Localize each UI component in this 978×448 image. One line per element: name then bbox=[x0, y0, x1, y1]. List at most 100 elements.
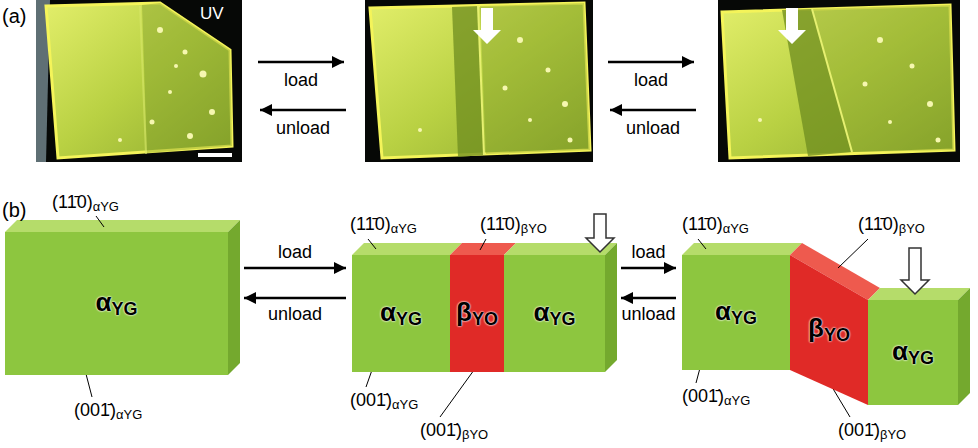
subscript: βYO bbox=[899, 221, 925, 236]
load-arrow bbox=[778, 8, 806, 44]
fluorescence-spot bbox=[418, 128, 422, 132]
phase-label: αYG bbox=[534, 297, 576, 331]
fluorescence-spot bbox=[910, 64, 915, 69]
alpha-phase-face: αYG bbox=[5, 232, 228, 375]
transition-arrow bbox=[621, 297, 676, 300]
subscript: αYG bbox=[723, 221, 749, 236]
plane-label: (001̄)αYG bbox=[350, 390, 418, 413]
fluorescence-spot bbox=[209, 109, 215, 115]
leader-line bbox=[838, 239, 868, 268]
plane-label: (11̄0)αYG bbox=[52, 192, 119, 215]
leader-line bbox=[696, 368, 700, 383]
subscript: βYO bbox=[521, 221, 547, 236]
photo-background bbox=[36, 0, 242, 162]
text-run: load bbox=[634, 70, 668, 90]
text-run: (11̄0) bbox=[350, 214, 391, 234]
crystal-shade bbox=[480, 3, 590, 154]
fluorescence-spot bbox=[517, 37, 523, 43]
subscript: YG bbox=[908, 348, 934, 368]
panel-letter: (b) bbox=[2, 198, 26, 222]
subscript: αYG bbox=[724, 393, 750, 408]
text-run: (001̄) bbox=[74, 400, 116, 420]
text-run: load bbox=[284, 70, 318, 90]
slanted-face-shape bbox=[790, 255, 868, 405]
alpha-phase-face: αYG bbox=[504, 255, 605, 372]
plane-label: (001̄)βYO bbox=[838, 420, 906, 443]
plane-label: (001̄)αYG bbox=[74, 400, 142, 423]
beta-phase-face: βYO bbox=[790, 255, 868, 405]
leader-line bbox=[480, 239, 486, 250]
text-run: α bbox=[534, 297, 550, 327]
text-run: (11̄0) bbox=[682, 214, 723, 234]
fluorescence-spot bbox=[758, 118, 762, 122]
fluorescence-spot bbox=[200, 71, 207, 78]
fluorescence-spot bbox=[187, 133, 193, 139]
alpha-phase-face: αYG bbox=[868, 300, 958, 405]
plane-label: (001̄)βYO bbox=[420, 420, 488, 443]
slab-top-face bbox=[352, 243, 462, 255]
alpha-phase-face: αYG bbox=[352, 255, 450, 372]
phase-label: βYO bbox=[456, 297, 498, 331]
process-label: unload bbox=[626, 118, 680, 140]
transition-arrow bbox=[621, 267, 676, 270]
crystal-photo bbox=[46, 3, 232, 158]
fluorescence-spot bbox=[936, 138, 941, 143]
crystal-edge bbox=[140, 6, 146, 154]
load-arrow bbox=[473, 8, 501, 44]
beta-phase-face: βYO bbox=[450, 255, 504, 372]
leader-line bbox=[86, 374, 92, 397]
slab-top-face bbox=[682, 243, 802, 255]
alpha-phase-face: αYG bbox=[682, 255, 790, 370]
process-arrow bbox=[610, 109, 696, 112]
subscript: YG bbox=[731, 308, 757, 328]
plane-label: (11̄0)αYG bbox=[682, 214, 749, 237]
leader-line bbox=[698, 239, 706, 249]
plane-label: (001̄)αYG bbox=[682, 386, 750, 409]
process-arrow bbox=[260, 109, 346, 112]
panel-letter: (a) bbox=[2, 4, 26, 28]
phase-label: αYG bbox=[96, 287, 138, 321]
plane-label: (11̄0)βYO bbox=[480, 214, 547, 237]
text-run: unload bbox=[626, 118, 680, 138]
subscript: βYO bbox=[880, 427, 906, 442]
text-run: α bbox=[380, 297, 396, 327]
crystal-photo bbox=[370, 3, 590, 158]
transition-arrow bbox=[244, 297, 346, 300]
text-run: β bbox=[456, 297, 472, 327]
leader-line bbox=[368, 239, 376, 249]
slab-side-face bbox=[958, 288, 970, 405]
leader-line bbox=[440, 370, 474, 417]
text-run: unload bbox=[276, 118, 330, 138]
process-label: unload bbox=[621, 304, 675, 326]
process-label: load bbox=[634, 70, 668, 92]
text-run: (001̄) bbox=[350, 390, 392, 410]
subscript: YG bbox=[549, 309, 575, 329]
subscript: YG bbox=[111, 299, 137, 319]
fluorescence-spot bbox=[877, 37, 883, 43]
process-label: load bbox=[278, 242, 312, 264]
text-run: UV bbox=[200, 4, 224, 23]
fluorescence-spot bbox=[183, 50, 188, 55]
fluorescence-spot bbox=[528, 118, 532, 122]
load-arrow bbox=[586, 214, 614, 252]
fluorescence-spot bbox=[157, 27, 163, 33]
text-run: (11̄0) bbox=[480, 214, 521, 234]
text-run: (11̄0) bbox=[858, 214, 899, 234]
fluorescence-spot bbox=[174, 64, 178, 68]
subscript: αYG bbox=[391, 221, 417, 236]
text-run: (b) bbox=[2, 199, 26, 221]
subscript: βYO bbox=[462, 427, 488, 442]
text-run: (11̄0) bbox=[52, 192, 93, 212]
subscript: αYG bbox=[392, 397, 418, 412]
phase-label: αYG bbox=[715, 296, 757, 330]
slab-side-face bbox=[228, 220, 240, 375]
fluorescence-spot bbox=[927, 101, 933, 107]
transition-arrow bbox=[244, 267, 346, 270]
text-run: α bbox=[715, 296, 731, 326]
fluorescence-spot bbox=[863, 82, 868, 87]
process-arrow bbox=[608, 61, 694, 64]
subscript: YG bbox=[396, 309, 422, 329]
plane-label: (11̄0)αYG bbox=[350, 214, 417, 237]
